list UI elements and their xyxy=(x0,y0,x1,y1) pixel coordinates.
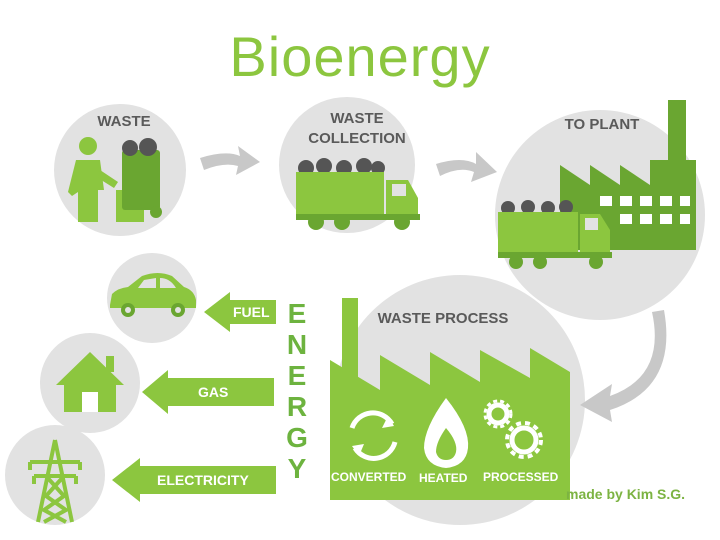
energy-letter: Y xyxy=(287,453,307,484)
arrow-collection-to-plant xyxy=(436,152,497,182)
label-gas: GAS xyxy=(198,384,229,400)
person-trash-icon xyxy=(68,137,162,222)
credit-text: made by Kim S.G. xyxy=(566,486,686,502)
label-fuel: FUEL xyxy=(233,304,270,320)
energy-letter: E xyxy=(287,298,307,329)
garbage-truck-icon xyxy=(296,158,420,230)
electricity-arrow xyxy=(112,458,276,502)
recycle-icon xyxy=(349,410,398,461)
label-heated: HEATED xyxy=(419,471,468,485)
label-waste-collection-line2: COLLECTION xyxy=(308,130,406,147)
label-waste-collection-line1: WASTE xyxy=(330,110,384,127)
energy-letter: N xyxy=(286,329,308,360)
label-electricity: ELECTRICITY xyxy=(157,472,249,488)
energy-letter: R xyxy=(286,391,308,422)
energy-letter: G xyxy=(286,422,308,453)
label-converted: CONVERTED xyxy=(331,470,407,484)
flame-icon xyxy=(424,398,469,468)
label-processed: PROCESSED xyxy=(483,470,559,484)
house-icon xyxy=(56,352,124,412)
arrow-waste-to-collection xyxy=(200,146,260,175)
page-title: Bioenergy xyxy=(229,25,491,88)
fuel-arrow xyxy=(204,292,276,332)
label-to-plant: TO PLANT xyxy=(564,116,640,133)
label-waste: WASTE xyxy=(97,113,151,130)
car-icon xyxy=(110,273,196,317)
energy-vertical-text: E N E R G Y xyxy=(284,298,310,484)
plant-truck-icon xyxy=(498,200,612,269)
gas-arrow xyxy=(142,370,274,414)
arrow-plant-to-process xyxy=(580,310,667,422)
power-tower-icon xyxy=(28,439,82,524)
energy-letter: E xyxy=(287,360,307,391)
label-waste-process: WASTE PROCESS xyxy=(377,310,509,327)
gears-icon xyxy=(483,399,543,459)
